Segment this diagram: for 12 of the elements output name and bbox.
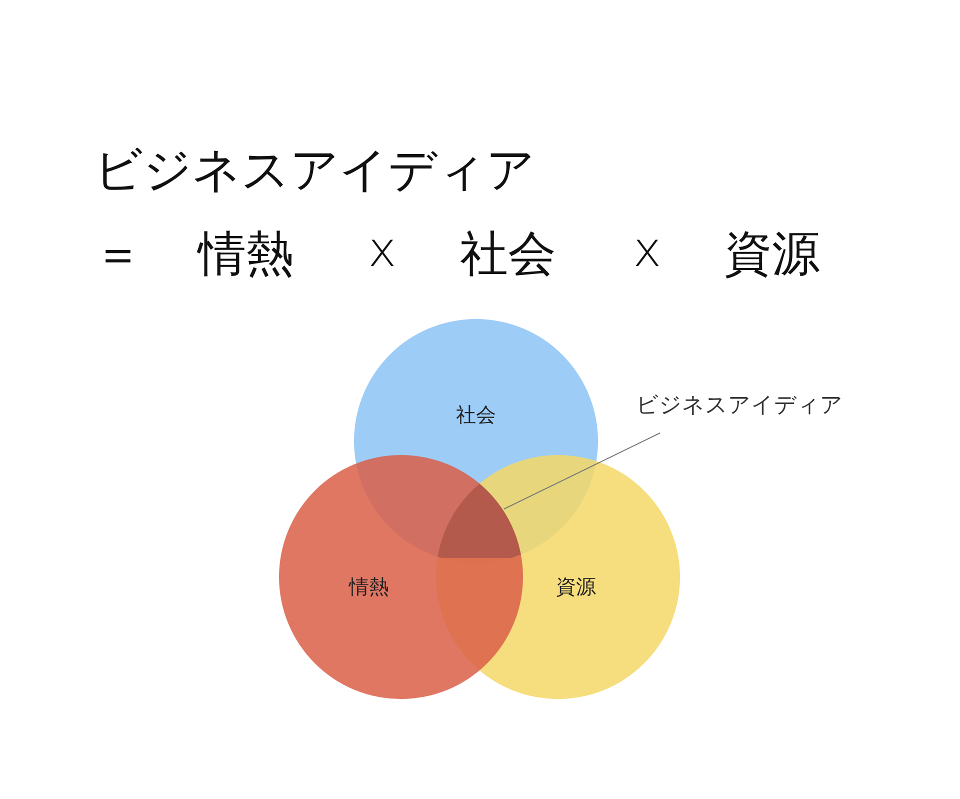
title: ビジネスアイディア — [94, 141, 535, 200]
equation-term: 資源 — [724, 225, 820, 284]
circle-label: 情熱 — [349, 574, 389, 600]
operator: x — [633, 222, 662, 278]
circle-label: 社会 — [456, 402, 496, 428]
callout-label: ビジネスアイディア — [636, 392, 843, 420]
leader-line — [504, 432, 660, 510]
operator: x — [368, 222, 396, 278]
equation-term: 社会 — [460, 225, 556, 284]
circle-label: 資源 — [556, 574, 596, 600]
equation-term: 情熱 — [198, 225, 294, 284]
operator: ＝ — [94, 225, 142, 284]
